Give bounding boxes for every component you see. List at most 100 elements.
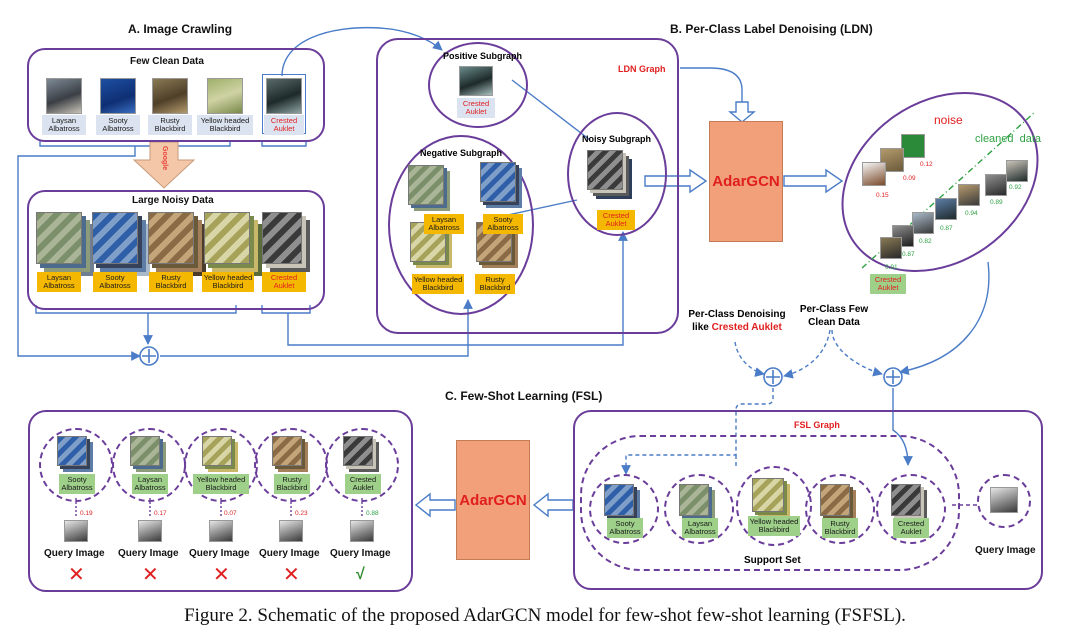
query-image-label: Query Image: [975, 545, 1036, 556]
support-circle-4: [805, 474, 875, 544]
result-label-1: Sooty Albatross: [59, 474, 95, 494]
line-clean-to-combine: [17, 146, 141, 361]
clean-score-4: 0.87: [940, 225, 953, 232]
line-ellipse-to-combine: [899, 261, 990, 376]
clean-thumb-e2: [985, 174, 1007, 196]
noise-score-1: 0.12: [920, 161, 933, 168]
result-query-3: [209, 520, 233, 542]
few-clean-title: Few Clean Data: [130, 56, 204, 67]
positive-subgraph-title: Positive Subgraph: [443, 51, 523, 61]
noisy-label-4: Yellow headed Blackbird: [202, 272, 254, 292]
section-b-title: B. Per-Class Label Denoising (LDN): [670, 22, 873, 36]
result-query-1: [64, 520, 88, 542]
clean-score-6: 0.87: [902, 251, 915, 258]
noise-thumb-2: [880, 148, 904, 172]
noisy-subgraph-stack: [587, 150, 623, 190]
noisy-label-3: Rusty Blackbird: [149, 272, 193, 292]
result-stack-4: [272, 436, 302, 466]
clean-label-2: Sooty Albatross: [96, 115, 140, 135]
noise-score-2: 0.09: [903, 175, 916, 182]
double-arrow-adargcn-to-ellipse: [783, 168, 844, 194]
clean-thumb-3: [152, 78, 188, 114]
result-stack-1: [57, 436, 87, 466]
noise-label: noise: [934, 113, 963, 127]
clean-thumb-e1: [1006, 160, 1028, 182]
query-circle: [977, 474, 1031, 528]
denoise-ellipse: [841, 91, 1039, 273]
negative-label-2: Sooty Albatross: [483, 214, 523, 234]
result-mark-4: ✕: [283, 564, 300, 586]
double-arrow-ldn-down: [728, 101, 756, 123]
negative-stack-2: [480, 162, 516, 202]
large-noisy-title: Large Noisy Data: [132, 195, 214, 206]
clean-thumb-e3: [958, 184, 980, 206]
clean-thumb-e5: [912, 212, 934, 234]
support-label-2: Laysan Albatross: [682, 518, 718, 538]
result-score-1: 0.19: [80, 510, 93, 517]
clean-score-5: 0.82: [919, 238, 932, 245]
negative-label-1: Laysan Albatross: [424, 214, 464, 234]
google-text: Google: [161, 146, 168, 171]
adargcn-ldn: AdarGCN: [709, 121, 783, 242]
clean-thumb-1: [46, 78, 82, 114]
per-class-few-line1: Per-Class Few: [799, 304, 869, 315]
large-noisy-panel: [27, 190, 325, 310]
support-stack-4: [820, 484, 850, 516]
noisy-subgraph-label: Crested Auklet: [597, 210, 635, 230]
result-score-2: 0.17: [154, 510, 167, 517]
line-fewclean-to-combine: [831, 329, 883, 377]
result-query-label-5: Query Image: [330, 548, 391, 559]
clean-label-4: Yellow headed Blackbird: [197, 115, 253, 135]
result-query-label-4: Query Image: [259, 548, 320, 559]
adargcn-fsl: AdarGCN: [456, 440, 530, 560]
result-stack-5: [343, 436, 373, 466]
line-noisy-crested-to-noisy-subgraph: [287, 231, 628, 346]
result-query-label-2: Query Image: [118, 548, 179, 559]
ldn-graph-panel: [376, 38, 679, 334]
figure-caption: Figure 2. Schematic of the proposed Adar…: [184, 605, 906, 626]
result-mark-2: ✕: [142, 564, 159, 586]
noise-thumb-1: [901, 134, 925, 158]
clean-score-1: 0.92: [1009, 184, 1022, 191]
clean-label-1: Laysan Albatross: [42, 115, 86, 135]
positive-label: Crested Auklet: [457, 98, 495, 118]
support-label-5: Crested Auklet: [893, 518, 929, 538]
support-stack-2: [679, 484, 709, 516]
clean-score-3: 0.94: [965, 210, 978, 217]
support-label-1: Sooty Albatross: [607, 518, 643, 538]
clean-data-line2: Clean Data: [808, 317, 860, 328]
line-combine-to-negative: [160, 299, 473, 357]
result-score-5: 0.88: [366, 510, 379, 517]
noisy-stack-1: [36, 212, 82, 264]
ellipse-result-label: Crested Auklet: [870, 274, 906, 294]
clean-label-5: Crested Auklet: [264, 115, 304, 135]
result-query-4: [279, 520, 303, 542]
per-class-few-text: Per-Class Few Clean Data: [790, 303, 878, 329]
bracket-clean-crested: [261, 140, 307, 147]
support-set-outline: [580, 435, 960, 571]
result-circle-5: [325, 428, 399, 502]
support-circle-1: [589, 474, 659, 544]
section-c-title: C. Few-Shot Learning (FSL): [445, 389, 603, 403]
noisy-label-1: Laysan Albatross: [37, 272, 81, 292]
clean-thumb-4: [207, 78, 243, 114]
result-label-5: Crested Auklet: [345, 474, 381, 494]
ldn-graph-label: LDN Graph: [618, 64, 666, 74]
support-stack-1: [604, 484, 634, 516]
google-arrow: [132, 141, 196, 189]
clean-score-2: 0.89: [990, 199, 1003, 206]
result-mark-3: ✕: [213, 564, 230, 586]
result-label-3: Yellow headed Blackbird: [193, 474, 249, 494]
result-query-2: [138, 520, 162, 542]
support-circle-2: [664, 474, 734, 544]
result-query-5: [350, 520, 374, 542]
query-thumb: [990, 487, 1018, 513]
negative-subgraph-title: Negative Subgraph: [420, 148, 503, 158]
noise-score-3: 0.15: [876, 192, 889, 199]
few-clean-panel: [27, 48, 325, 142]
support-label-3: Yellow headed Blackbird: [748, 516, 800, 536]
noisy-stack-4: [204, 212, 250, 264]
clean-thumb-2: [100, 78, 136, 114]
result-mark-5: √: [356, 566, 365, 583]
result-mark-1: ✕: [68, 564, 85, 586]
